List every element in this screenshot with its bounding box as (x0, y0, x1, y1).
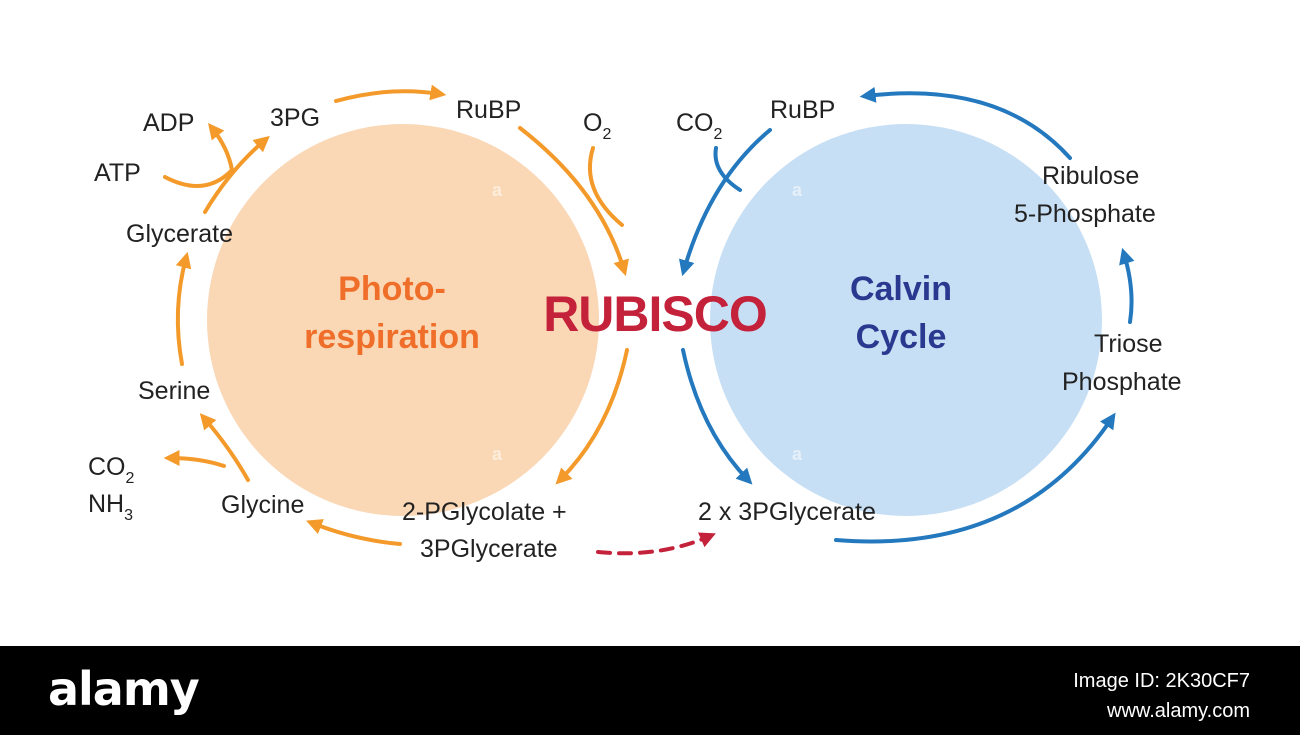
arrow-rubisco-to-pglycolate (555, 348, 629, 485)
photorespiration-title-line1: Photo- (338, 270, 446, 308)
arrow-triose-to-ribulose (1119, 247, 1135, 324)
alamy-logo: alamy (48, 662, 200, 716)
calvin-cycle-circle (710, 124, 1102, 516)
label-triose-line2: Phosphate (1062, 368, 1182, 396)
svg-text:a: a (492, 444, 503, 464)
svg-text:a: a (792, 444, 803, 464)
label-2-pglycolate: 2-PGlycolate + (402, 498, 567, 526)
calvin-cycle-title-line2: Cycle (856, 318, 947, 356)
arrow-3pglycerate-transfer (596, 532, 716, 556)
label-serine: Serine (138, 377, 210, 405)
arrow-2x3pglycerate-to-triose (834, 412, 1116, 544)
photorespiration-circle (207, 124, 599, 516)
svg-text:a: a (792, 180, 803, 200)
stock-footer-bar: alamy Image ID: 2K30CF7 www.alamy.com (0, 646, 1300, 735)
photorespiration-calvin-diagram: a a a a Photo- respiration Calvin Cycle … (88, 84, 1182, 563)
label-adp: ADP (143, 109, 194, 137)
footer-meta: Image ID: 2K30CF7 www.alamy.com (1073, 666, 1250, 726)
label-atp: ATP (94, 159, 141, 187)
label-co2-calvin: CO2 (676, 109, 723, 143)
label-co2-photo: CO2 (88, 453, 135, 487)
arrow-ribulose-to-rubp (859, 86, 1072, 160)
label-glycine: Glycine (221, 491, 304, 519)
label-ribulose-line2: 5-Phosphate (1014, 200, 1156, 228)
watermark-glyphs: a a a a (492, 180, 803, 464)
label-3pglycerate-photo: 3PGlycerate (420, 535, 558, 563)
label-rubp-photo: RuBP (456, 96, 521, 124)
photorespiration-title-line2: respiration (304, 318, 480, 356)
label-triose-line1: Triose (1094, 330, 1163, 358)
label-o2: O2 (583, 109, 611, 143)
site-url-text: www.alamy.com (1107, 700, 1250, 722)
arrow-pglycolate-to-glycine (306, 519, 402, 546)
svg-text:a: a (492, 180, 503, 200)
image-id-text: Image ID: 2K30CF7 (1073, 670, 1250, 692)
arrow-rubp-to-rubisco (518, 126, 629, 277)
arrow-glycine-to-serine (199, 413, 250, 482)
arrow-serine-to-glycerate (175, 251, 192, 366)
calvin-cycle-title-line1: Calvin (850, 270, 952, 308)
arrow-glycerate-to-3pg (203, 135, 270, 214)
arrow-rubp-to-rubisco-calvin (678, 128, 772, 277)
label-ribulose-line1: Ribulose (1042, 162, 1139, 190)
arrow-3pg-to-rubp (334, 84, 447, 103)
arrow-atp-input (163, 168, 234, 188)
arrow-co2-input-calvin (713, 146, 742, 192)
arrow-co2-nh3-output (163, 450, 226, 468)
rubisco-label: RUBISCO (543, 286, 767, 342)
label-3pg: 3PG (270, 104, 320, 132)
arrow-o2-input (588, 146, 624, 227)
arrow-rubisco-to-2x3pglycerate (681, 348, 753, 485)
label-nh3: NH3 (88, 490, 133, 524)
arrow-adp-output (208, 123, 234, 172)
label-rubp-calvin: RuBP (770, 96, 835, 124)
label-2x3pglycerate: 2 x 3PGlycerate (698, 498, 876, 526)
label-glycerate: Glycerate (126, 220, 233, 248)
